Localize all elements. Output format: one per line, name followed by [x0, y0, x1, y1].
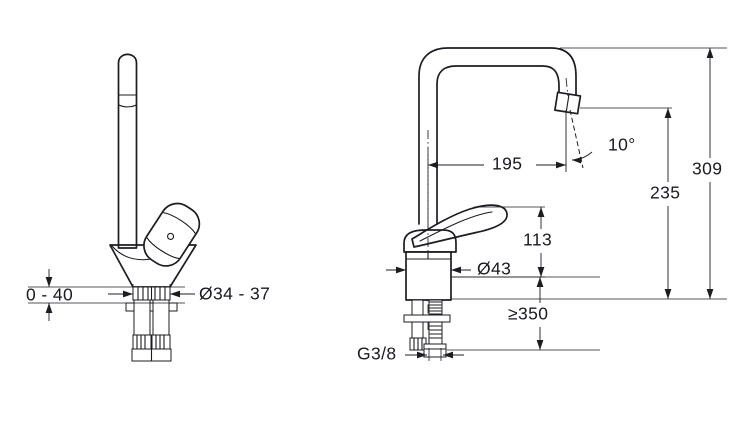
dim-spout-reach-label: 195: [492, 154, 522, 174]
dim-angle-arc-arrow: [572, 157, 582, 164]
front-nut-right-knurl: [155, 334, 165, 350]
dim-spout-height: 235: [580, 107, 692, 299]
front-nut-left-knurl: [136, 334, 146, 350]
dim-supply-length-label: ≥350: [508, 304, 548, 324]
dim-hole-diameter: Ø34 - 37: [108, 284, 270, 304]
dim-309-text-mask: [690, 158, 738, 182]
front-spout-column: [117, 53, 138, 249]
front-shank-tube-right: [152, 299, 170, 336]
front-handle-seam-bottom: [146, 237, 180, 260]
dim-hole-arrow-left: [123, 290, 133, 298]
dim-deck-arrow-down: [45, 303, 53, 313]
dim-supply-length: ≥350: [447, 276, 600, 351]
dim-113-arrow-top: [537, 207, 545, 217]
dim-spout-height-label: 235: [650, 183, 680, 203]
side-handle-seam: [419, 211, 493, 242]
dim-spout-reach: 195: [427, 130, 566, 230]
dim-handle-height: 113: [452, 206, 563, 278]
side-outlet-centerline-mark: [565, 93, 570, 113]
dim-thread-size-label: G3/8: [357, 344, 397, 364]
side-view-group: 195 10° 113: [357, 47, 738, 364]
dim-d43-arrow-right: [451, 266, 461, 274]
front-shank-nut-left: [132, 334, 152, 350]
front-handle-indicator-dot: [167, 232, 175, 240]
dim-195-arrow-left: [428, 161, 438, 169]
side-handle-hub: [403, 229, 457, 253]
side-shank-assembly: [403, 299, 451, 358]
dim-309-arrow-top: [706, 48, 714, 58]
dim-angle-arc: [571, 151, 593, 161]
dim-113-arrow-bottom: [537, 267, 545, 277]
dim-d43-arrow-left: [396, 266, 406, 274]
front-handle-body: [143, 202, 201, 267]
side-outlet-axis-upper: [565, 77, 569, 97]
dim-350-arrow-bottom: [536, 340, 544, 350]
side-shank-thread-lines: [429, 301, 442, 312]
dim-deck-thickness: 0 - 40: [26, 269, 185, 321]
dim-deck-thickness-label: 0 - 40: [26, 285, 73, 305]
dim-309-arrow-bottom: [706, 289, 714, 299]
dim-195-text-mask: [484, 153, 536, 177]
side-nut-left-knurl: [413, 337, 423, 351]
front-handle-group: [143, 202, 201, 267]
front-shank-assembly: [125, 286, 178, 362]
front-view-group: 0 - 40 Ø34 - 37: [26, 53, 270, 362]
dim-handle-height-label: 113: [523, 230, 552, 250]
front-shank-nut-right: [151, 334, 171, 350]
dim-235-arrow-bottom: [664, 289, 672, 299]
side-shank-thread-lines-lower: [429, 325, 442, 339]
dim-113-text-mask: [521, 229, 563, 253]
dim-total-height-label: 309: [692, 159, 722, 179]
dim-235-text-mask: [648, 182, 692, 206]
dim-350-text-mask: [506, 303, 568, 327]
dim-deck-arrow-up: [45, 277, 53, 287]
dim-235-arrow-top: [664, 108, 672, 118]
side-shank-tube-right-lower: [428, 321, 443, 345]
dim-g38-arrow-right: [443, 351, 453, 359]
dim-body-diameter-label: Ø43: [477, 259, 511, 279]
front-shank-knurl-lines: [137, 286, 166, 301]
dim-hole-arrow-right: [170, 290, 180, 298]
front-handle-seam-top: [162, 212, 196, 234]
dim-thread-size: G3/8: [357, 344, 464, 364]
side-spout-outer-profile: [418, 47, 577, 225]
dim-total-height: 309: [451, 47, 738, 300]
dim-outlet-angle-label: 10°: [608, 135, 636, 155]
dim-body-diameter: Ø43: [386, 259, 511, 279]
front-spout-ring-lower: [118, 104, 137, 108]
side-handle-lever: [411, 204, 508, 248]
dim-outlet-angle: 10°: [565, 109, 636, 172]
dim-g38-arrow-left: [417, 351, 427, 359]
dim-195-arrow-right: [556, 161, 566, 169]
dim-hole-diameter-label: Ø34 - 37: [199, 284, 270, 304]
side-bottom-cap: [423, 343, 447, 358]
dim-350-arrow-top: [536, 277, 544, 287]
side-shank-washer: [403, 314, 451, 323]
side-spout-inner-profile: [436, 65, 560, 225]
front-shank-tube-left: [133, 299, 151, 336]
